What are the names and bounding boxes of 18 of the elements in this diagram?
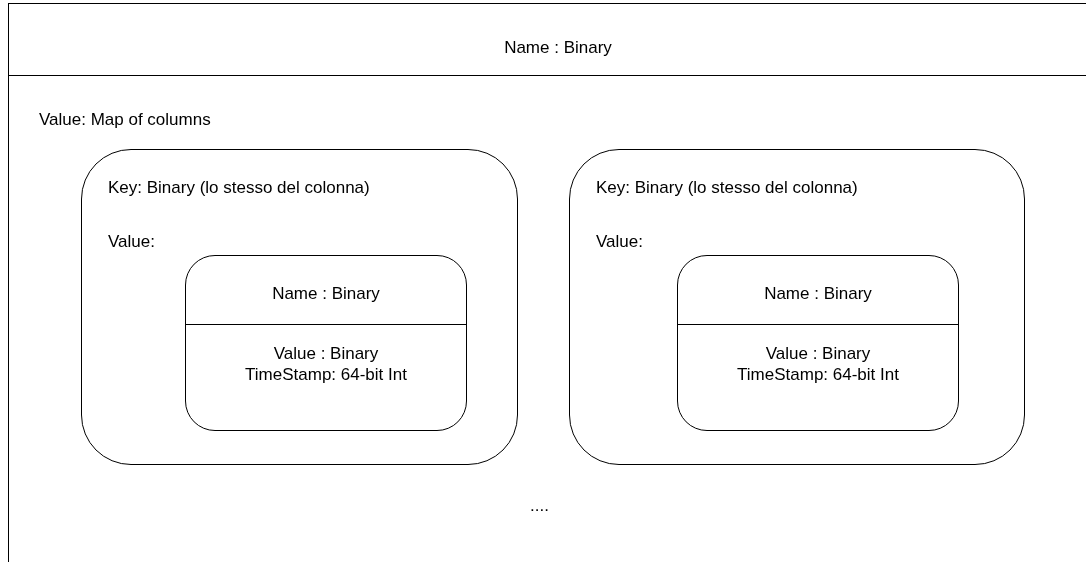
field-text: TimeStamp: 64-bit Int [736,365,900,385]
rounded-box [569,149,1025,465]
header-text: Name : Binary [271,284,381,304]
field-text: TimeStamp: 64-bit Int [244,365,408,385]
record-box [8,3,1086,562]
record-box [677,255,959,431]
ellipsis-text: .... [530,496,549,516]
field-text: Value : Binary [764,344,872,364]
key-text: Key: Binary (lo stesso del colonna) [108,178,370,198]
value-text: Value: [596,232,643,252]
header-text: Name : Binary [503,38,613,58]
body-text: Value: Map of columns [39,110,211,130]
key-text: Key: Binary (lo stesso del colonna) [596,178,858,198]
header-text: Name : Binary [763,284,873,304]
field-text: Value : Binary [272,344,380,364]
value-text: Value: [108,232,155,252]
rounded-box [81,149,518,465]
record-box [185,255,467,431]
